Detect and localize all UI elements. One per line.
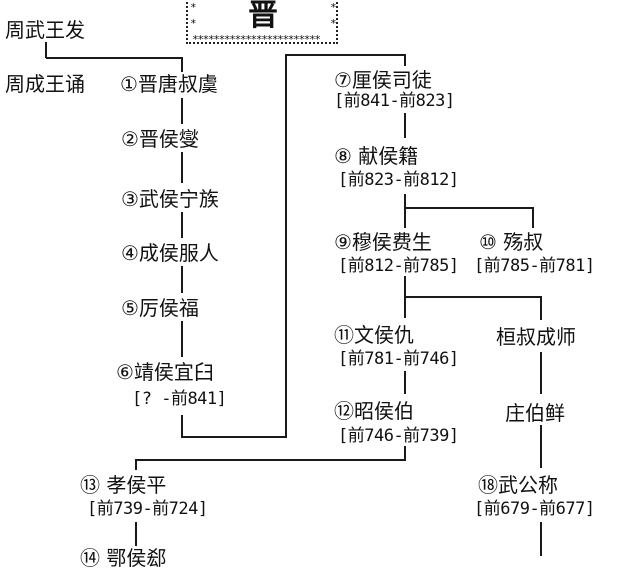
diagram-title: 晋 bbox=[248, 0, 278, 33]
node-p11: ⑪文侯仇 bbox=[334, 323, 414, 347]
node-p14-partial: ⑭ 鄂侯郄 bbox=[80, 546, 167, 570]
frame-star-left: * bbox=[190, 1, 197, 14]
node-p10-dates: [前785-前781] bbox=[474, 256, 595, 276]
node-p18-dates: [前679-前677] bbox=[474, 499, 595, 519]
node-p13-dates: [前739-前724] bbox=[87, 499, 208, 519]
node-p4: ④成侯服人 bbox=[121, 241, 219, 265]
frame-star-left-2: * bbox=[190, 17, 197, 30]
node-zhou-cheng: 周成王诵 bbox=[5, 72, 85, 96]
line-p9-fork bbox=[404, 276, 542, 320]
title-star-border: ************************ bbox=[192, 33, 321, 46]
node-p6: ⑥靖侯宜臼 bbox=[116, 360, 214, 384]
node-p2: ②晋侯燮 bbox=[121, 127, 199, 151]
genealogy-diagram: * * * * 晋 ************************ 周武王发 … bbox=[5, 0, 595, 568]
node-p8: ⑧ 献侯籍 bbox=[334, 144, 419, 168]
node-p18: ⑱武公称 bbox=[478, 473, 558, 497]
node-p9-dates: [前812-前785] bbox=[338, 256, 459, 276]
node-p9: ⑨穆侯费生 bbox=[334, 230, 432, 254]
node-p12: ⑫昭侯伯 bbox=[334, 399, 414, 423]
node-p5: ⑤厉侯福 bbox=[121, 296, 199, 320]
node-p11-dates: [前781-前746] bbox=[338, 349, 459, 369]
node-zhou-wu: 周武王发 bbox=[5, 18, 85, 42]
node-zhuang-bo: 庄伯鲜 bbox=[505, 401, 565, 425]
node-p1: ①晋唐叔虞 bbox=[120, 72, 218, 96]
node-p7-dates: [前841-前823] bbox=[334, 91, 455, 111]
node-p3: ③武侯宁族 bbox=[121, 187, 219, 211]
title-frame bbox=[186, 0, 338, 44]
node-p7: ⑦厘侯司徒 bbox=[334, 68, 432, 92]
node-p8-dates: [前823-前812] bbox=[338, 170, 459, 190]
line-p12-p13 bbox=[135, 446, 406, 470]
node-p13: ⑬ 孝侯平 bbox=[80, 473, 167, 497]
node-p10: ⑩ 殇叔 bbox=[479, 230, 544, 254]
frame-star-right: * bbox=[330, 1, 337, 14]
line-p8-fork bbox=[404, 194, 534, 228]
node-huan-shu: 桓叔成师 bbox=[496, 325, 576, 349]
line-zhouwu-branch bbox=[46, 57, 183, 72]
node-p6-dates: [? -前841] bbox=[132, 389, 227, 409]
node-p12-dates: [前746-前739] bbox=[338, 426, 459, 446]
connector-lines bbox=[45, 42, 542, 556]
frame-star-right-2: * bbox=[330, 17, 337, 30]
line-p6-to-p7 bbox=[181, 54, 406, 438]
